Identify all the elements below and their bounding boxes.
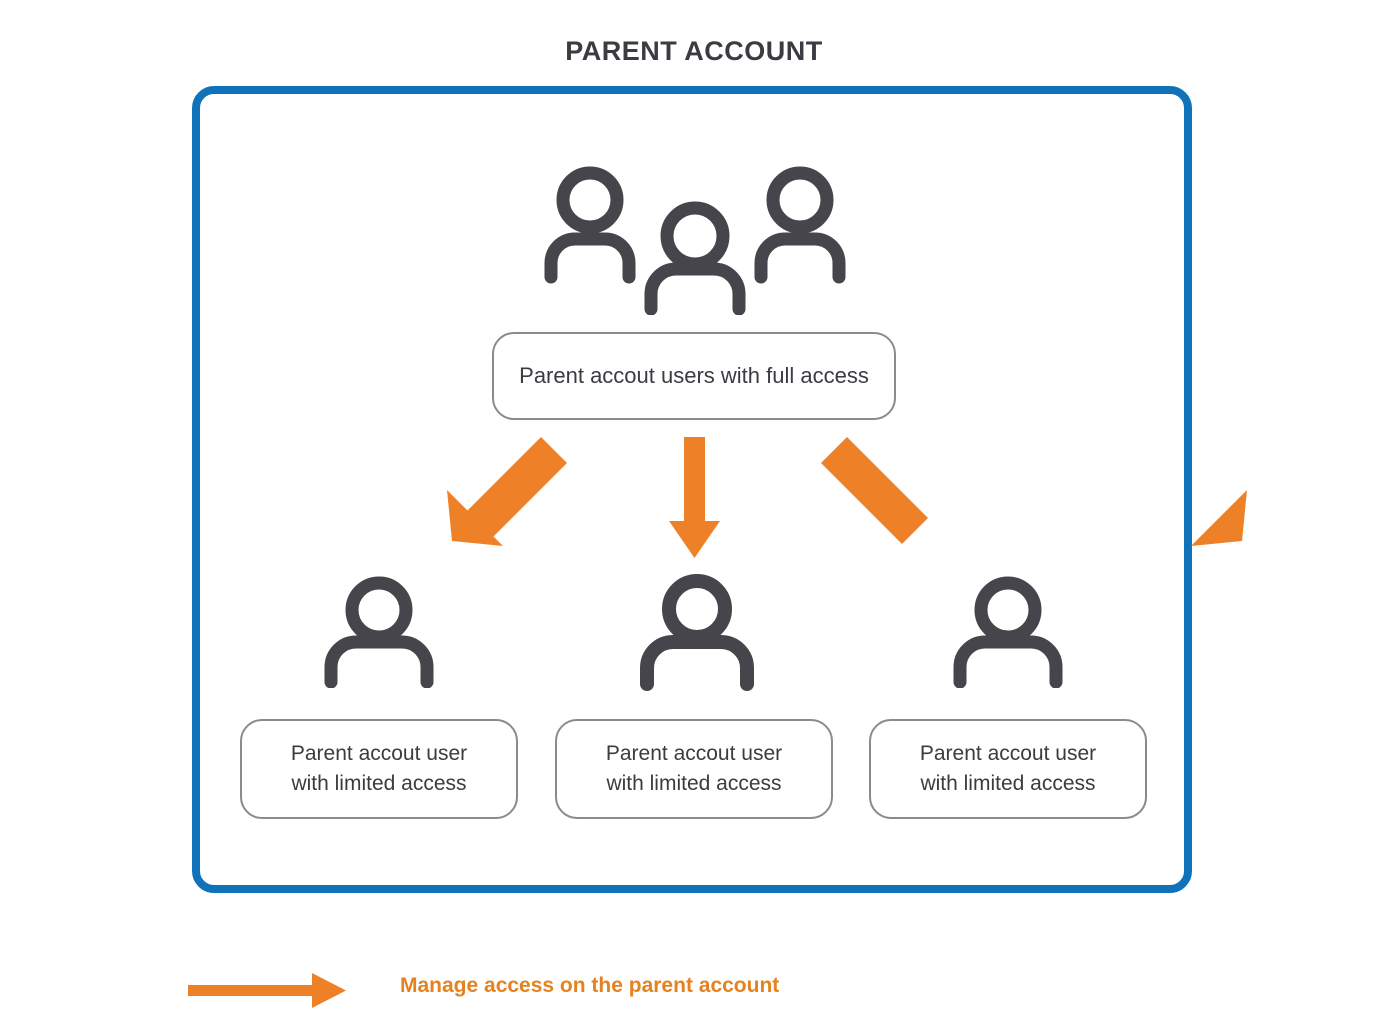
limited-access-label-3-line1: Parent accout user xyxy=(919,742,1097,766)
legend-label: Manage access on the parent account xyxy=(400,974,780,997)
limited-access-label-3-line2: with limited access xyxy=(920,772,1096,795)
person-icon-middle xyxy=(632,573,762,691)
limited-access-label-2-line1: Parent accout user xyxy=(605,742,783,766)
limited-access-label-2-line2: with limited access xyxy=(606,772,782,795)
parent-full-access-label: Parent accout users with full access xyxy=(519,363,869,389)
arrow-right-icon xyxy=(186,966,356,1014)
limited-access-box-3[interactable]: Parent accout user with limited access xyxy=(869,719,1147,819)
page-title: PARENT ACCOUNT xyxy=(565,36,823,66)
limited-access-box-1[interactable]: Parent accout user with limited access xyxy=(240,719,518,819)
group-of-three-people-icon xyxy=(538,160,852,316)
limited-access-box-2[interactable]: Parent accout user with limited access xyxy=(555,719,833,819)
limited-access-label-1-line2: with limited access xyxy=(291,772,467,795)
limited-access-label-1-line1: Parent accout user xyxy=(290,742,468,766)
parent-full-access-box[interactable]: Parent accout users with full access xyxy=(492,332,896,420)
person-icon-left xyxy=(317,576,441,689)
legend: Manage access on the parent account xyxy=(186,960,986,1020)
person-icon-right xyxy=(946,576,1070,689)
